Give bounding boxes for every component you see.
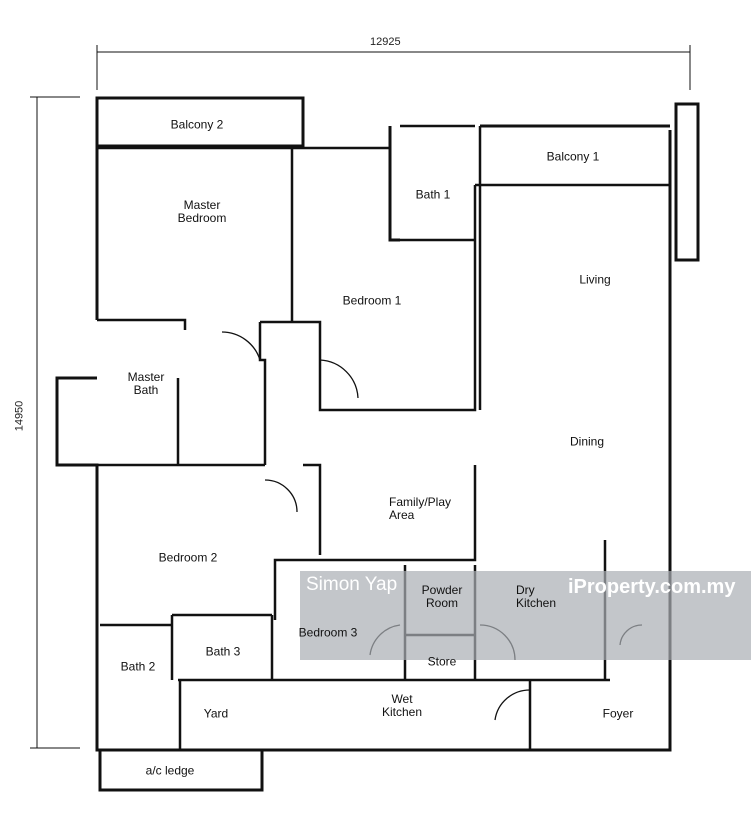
label-line: Dry <box>515 583 535 597</box>
watermark-agent: Simon Yap <box>306 574 398 595</box>
room-bath-1: Bath 1 <box>415 187 451 202</box>
room-bedroom-1: Bedroom 1 <box>342 293 402 308</box>
label-line: Kitchen <box>381 705 423 719</box>
room-living: Living <box>579 272 611 287</box>
label-line: Room <box>425 596 458 610</box>
label-line: Bedroom <box>177 211 227 225</box>
watermark-band <box>300 571 751 660</box>
room-yard: Yard <box>203 706 229 721</box>
room-balcony-1: Balcony 1 <box>546 149 600 164</box>
label-line: Powder <box>421 583 463 597</box>
label-line: Area <box>388 508 415 522</box>
inner-walls <box>97 124 670 750</box>
room-bedroom-3: Bedroom 3 <box>298 625 358 640</box>
label-line: Master <box>127 370 165 384</box>
height-dimension: 14950 <box>13 400 26 432</box>
watermark-logo: iProperty.com.my <box>568 576 736 598</box>
room-bath-2: Bath 2 <box>120 659 156 674</box>
room-ac-ledge: a/c ledge <box>145 763 195 778</box>
room-bedroom-2: Bedroom 2 <box>158 550 218 565</box>
label-line: Family/Play <box>388 495 452 509</box>
room-store: Store <box>427 654 457 669</box>
room-dining: Dining <box>569 434 605 449</box>
label-line: Kitchen <box>515 596 557 610</box>
label-line: Wet <box>391 692 413 706</box>
room-foyer: Foyer <box>602 706 634 721</box>
width-dimension: 12925 <box>370 36 401 48</box>
label-line: Bath <box>133 383 159 397</box>
label-line: Master <box>183 198 221 212</box>
room-bath-3: Bath 3 <box>205 644 241 659</box>
outer-walls <box>55 96 700 792</box>
room-balcony-2: Balcony 2 <box>170 117 224 132</box>
dimension-lines <box>30 45 691 749</box>
